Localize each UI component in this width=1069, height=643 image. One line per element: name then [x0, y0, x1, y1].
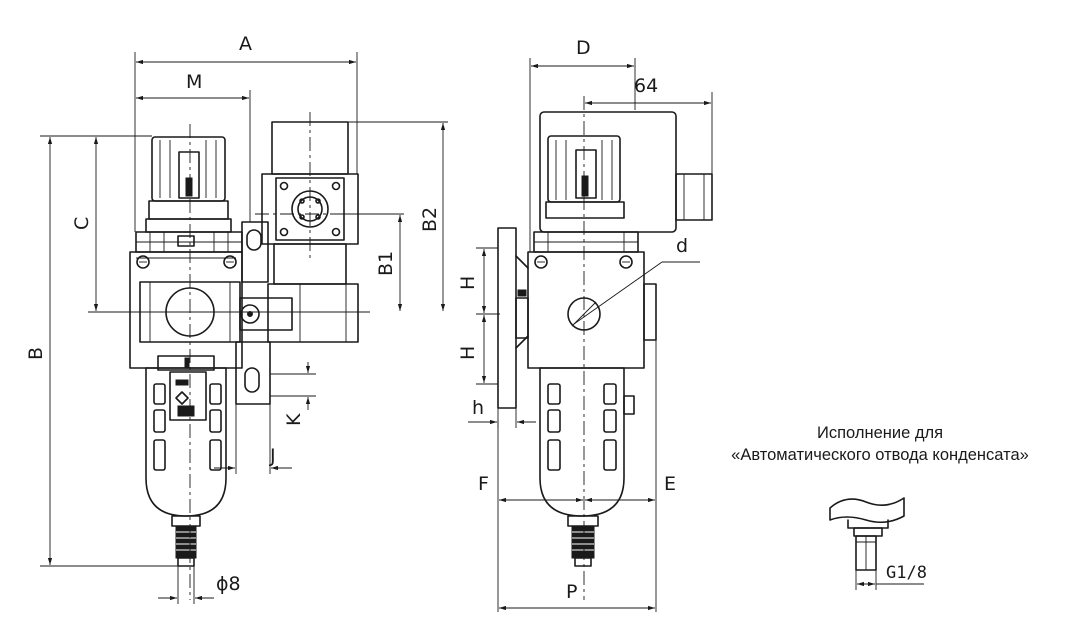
regulator-knob-front: [145, 136, 232, 233]
side-view: [497, 96, 713, 600]
side-dimensions: [468, 58, 713, 612]
dim-label-J: J: [269, 445, 276, 467]
dim-label-h: h: [472, 397, 484, 419]
dim-label-M: M: [186, 71, 202, 93]
dim-label-B: B: [25, 347, 47, 360]
dim-label-d: d: [676, 235, 688, 257]
drain-front: [171, 515, 201, 567]
dim-label-G1-8: G1/8: [886, 563, 927, 583]
dim-label-P: P: [566, 581, 577, 603]
dim-label-H-lower: H: [457, 346, 479, 360]
note-line-2: «Автоматического отвода конденсата»: [731, 446, 1029, 464]
front-view: [129, 112, 400, 600]
dim-label-C: C: [71, 217, 93, 230]
dim-label-H-upper: H: [457, 276, 479, 290]
dim-label-E: E: [664, 473, 676, 495]
dim-label-F: F: [478, 473, 489, 495]
note-line-1: Исполнение для: [816, 424, 944, 442]
filter-bowl-front: [145, 367, 227, 517]
dim-label-D: D: [576, 37, 591, 59]
dim-label-B2: B2: [419, 207, 441, 232]
auto-drain-detail: [829, 497, 924, 590]
dim-label-K: K: [283, 413, 305, 426]
dim-label-64: 64: [634, 75, 658, 97]
dim-label-B1: B1: [375, 251, 397, 276]
dim-label-phi8: ϕ8: [216, 573, 241, 595]
dim-label-A: A: [239, 33, 252, 55]
auto-drain-note: Исполнение для «Автоматического отвода к…: [690, 422, 1069, 466]
front-dimensions: [40, 52, 448, 604]
body-front: [129, 251, 243, 371]
